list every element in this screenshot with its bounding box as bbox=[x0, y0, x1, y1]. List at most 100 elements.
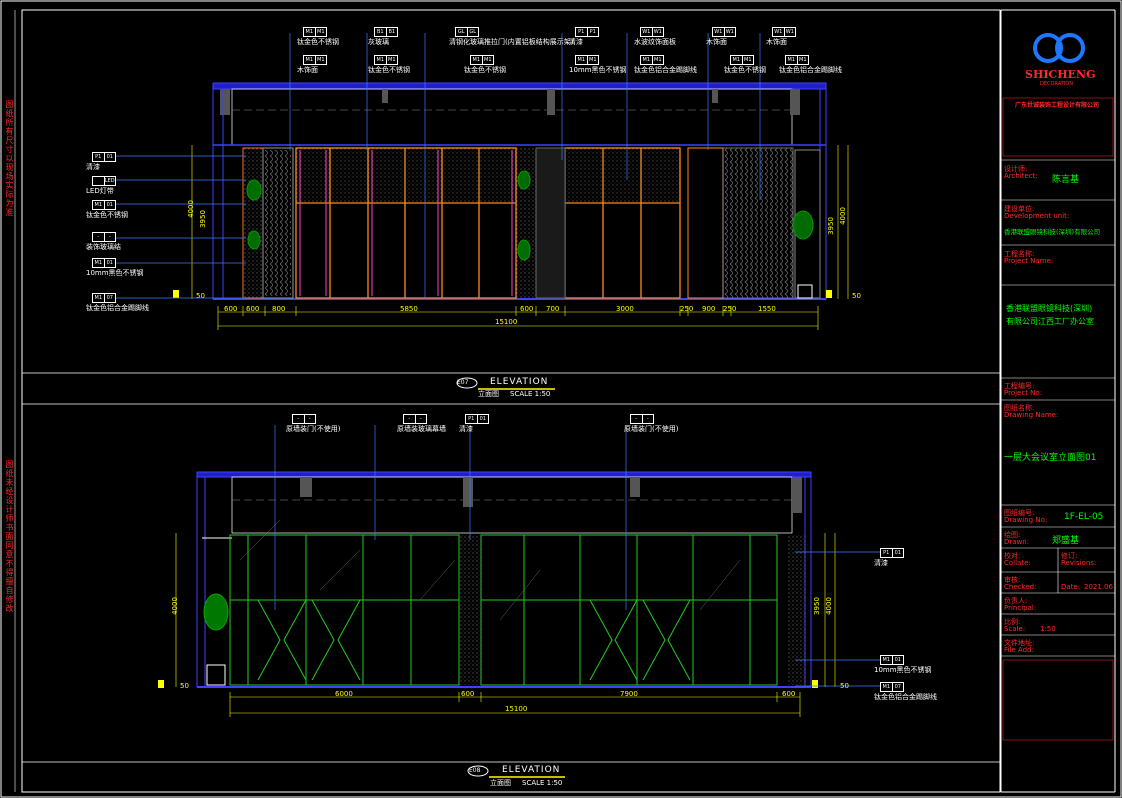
drawn-label-en: Drawn: bbox=[1004, 538, 1030, 546]
scale-label: 比例: bbox=[1004, 618, 1021, 626]
material-tag-code: M1 bbox=[651, 56, 664, 64]
material-tag: -- bbox=[630, 414, 654, 424]
material-label: 10mm黑色不锈钢 bbox=[874, 666, 932, 674]
material-tag-code: P1 bbox=[883, 550, 890, 556]
material-tag-code: P1 bbox=[578, 29, 585, 35]
dimension-label: 900 bbox=[702, 305, 716, 313]
material-tag-code: - bbox=[414, 415, 427, 423]
material-tag-code: 01 bbox=[891, 656, 904, 664]
revisions-label: 修订: bbox=[1061, 552, 1078, 560]
e07-height-4000: 4000 bbox=[186, 200, 195, 218]
material-tag-code: M1 bbox=[314, 56, 327, 64]
material-label: 清漆 bbox=[569, 38, 583, 46]
material-tag-code: M1 bbox=[787, 57, 796, 63]
designer-label-en: Architect: bbox=[1004, 172, 1038, 180]
material-label: 钛金色不锈钢 bbox=[86, 211, 128, 219]
material-label: LED灯带 bbox=[86, 187, 114, 195]
project-name-line2: 有限公司江西工厂办公室 bbox=[1006, 317, 1094, 326]
material-tag-code: P1 bbox=[586, 28, 599, 36]
material-tag-code: M1 bbox=[305, 57, 314, 63]
material-tag-code: M1 bbox=[642, 57, 651, 63]
e07-subtitle: 立面图 bbox=[478, 390, 499, 398]
dimension-label: 250 bbox=[723, 305, 737, 313]
dev-name: 香港联盟眼镜科技(深圳)有限公司 bbox=[1004, 228, 1101, 236]
material-tag-code: W1 bbox=[783, 28, 796, 36]
e07-scale: SCALE 1:50 bbox=[510, 390, 551, 398]
dimension-label: 600 bbox=[224, 305, 238, 313]
material-tag-code: GL bbox=[466, 28, 479, 36]
proj-no-label: 工程编号: bbox=[1004, 382, 1035, 390]
left-strip-note-bottom: 图纸未经设计师书面同意不得擅自修改 bbox=[5, 460, 14, 613]
dev-label-en: Development unit: bbox=[1004, 212, 1070, 220]
material-label: 木饰面 bbox=[766, 38, 787, 46]
material-label: 原墙装门(不使用) bbox=[624, 425, 679, 433]
dimension-label: 600 bbox=[461, 690, 475, 698]
material-tag-code: M1 bbox=[94, 260, 103, 266]
material-tag-code: W1 bbox=[774, 29, 783, 35]
proj-no-label-en: Project No: bbox=[1004, 389, 1043, 397]
checked-label-en: Checked: bbox=[1004, 583, 1037, 591]
left-strip-note-top: 图纸所有尺寸以现场实际为准 bbox=[5, 100, 14, 217]
e07-height-50: 50 bbox=[196, 292, 205, 300]
e07-height-3950: 3950 bbox=[198, 210, 207, 228]
brand-name: SHICHENG bbox=[1025, 68, 1096, 81]
dimension-label: 700 bbox=[546, 305, 560, 313]
dimension-label: 6000 bbox=[335, 690, 353, 698]
material-tag: -- bbox=[292, 414, 316, 424]
drawn-name: 郑盛基 bbox=[1052, 536, 1080, 546]
collate-label-en: Collate: bbox=[1004, 559, 1031, 567]
material-tag-code: M1 bbox=[741, 56, 754, 64]
material-label: 钛金色铝合金踢脚线 bbox=[634, 66, 697, 74]
material-tag-code: M1 bbox=[732, 57, 741, 63]
dimension-label: 250 bbox=[680, 305, 694, 313]
dimension-label: 600 bbox=[246, 305, 260, 313]
material-label: 水波纹饰面板 bbox=[634, 38, 676, 46]
company-name: 广东世诚装饰工程设计有限公司 bbox=[1015, 102, 1100, 109]
e08-total-dim: 15100 bbox=[505, 705, 528, 713]
material-label: 原墙装玻璃幕墙 bbox=[397, 425, 446, 433]
material-label: 木饰面 bbox=[706, 38, 727, 46]
e08-height-r-50: 50 bbox=[840, 682, 849, 690]
material-tag-code: W1 bbox=[642, 29, 651, 35]
dimension-label: 1550 bbox=[758, 305, 776, 313]
file-label: 文件地址: bbox=[1004, 639, 1035, 647]
e07-height-r-50: 50 bbox=[852, 292, 861, 300]
file-label-en: File Add: bbox=[1004, 646, 1034, 654]
material-tag: -- bbox=[92, 232, 116, 242]
material-label: 10mm黑色不锈钢 bbox=[86, 269, 144, 277]
collate-label: 校对: bbox=[1004, 552, 1021, 560]
material-tag-code: M1 bbox=[94, 295, 103, 301]
e08-subtitle: 立面图 bbox=[490, 779, 511, 787]
e08-height-r-4000: 4000 bbox=[824, 597, 833, 615]
material-label: 钛金色铝合金踢脚线 bbox=[874, 693, 937, 701]
drawing-no-label: 图纸编号: bbox=[1004, 509, 1035, 517]
dimension-label: 600 bbox=[782, 690, 796, 698]
drawing-no-label-en: Drawing No: bbox=[1004, 516, 1048, 524]
material-tag-code: 01 bbox=[103, 201, 116, 209]
material-label: 清漆 bbox=[874, 559, 888, 567]
elevation-e08 bbox=[158, 425, 880, 778]
material-label: 10mm黑色不锈钢 bbox=[569, 66, 627, 74]
material-label: 钛金色不锈钢 bbox=[464, 66, 506, 74]
material-tag-code: M1 bbox=[385, 56, 398, 64]
material-tag-code: 01 bbox=[476, 415, 489, 423]
material-label: 清钢化玻璃推拉门(内置铝板结构展示架) bbox=[449, 38, 574, 46]
dimension-label: 7900 bbox=[620, 690, 638, 698]
date-value: 2021.06 bbox=[1084, 583, 1113, 591]
dimension-label: 5850 bbox=[400, 305, 418, 313]
